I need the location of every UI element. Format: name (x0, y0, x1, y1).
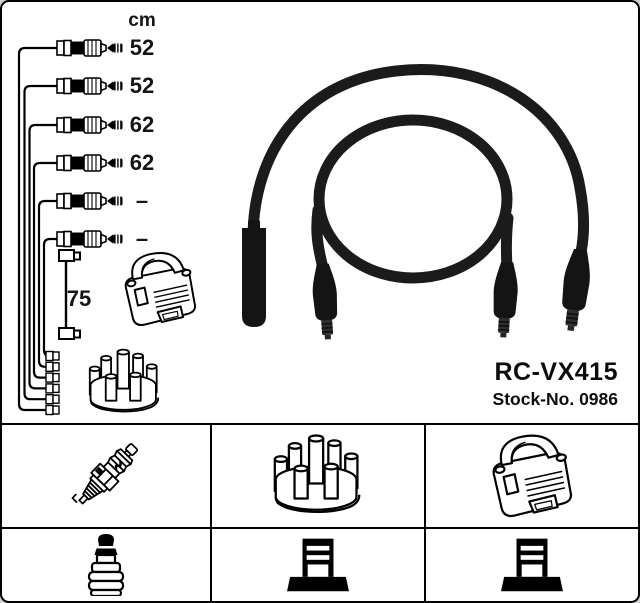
coiled-ignition-cable (309, 114, 520, 341)
distributor-cap-icon (273, 434, 361, 514)
stock-number: Stock-No. 0986 (492, 389, 618, 409)
plug-boot-icon (87, 534, 125, 596)
cable-entry (248, 220, 260, 230)
grid-cell-terminal-1 (212, 529, 426, 601)
grid-cell-terminal-2 (426, 529, 638, 601)
cable-layout-schematic (17, 39, 197, 416)
grid-cell-distributor-cap (212, 425, 426, 529)
plug-boot (309, 262, 341, 341)
cable-row-connectors (56, 39, 124, 248)
components-grid (2, 423, 638, 601)
terminal-connector-icon (287, 538, 349, 591)
grid-cell-plug-boot (2, 529, 212, 601)
coil-cable-length-label: 75 (66, 286, 92, 311)
coil-cable (58, 249, 81, 340)
grid-cell-spark-plug (2, 425, 212, 529)
cable-length-label-4: 62 (129, 150, 155, 175)
distributor-cap-small-icon (88, 348, 160, 413)
cable-length-label-2: 52 (129, 73, 155, 98)
product-code: RC-VX415 (494, 358, 618, 386)
spark-plug-icon (68, 436, 145, 515)
grid-cell-ignition-coil (426, 425, 638, 529)
terminal-connector-icon (501, 538, 563, 591)
cable-length-label-1: 52 (129, 35, 155, 60)
ignition-coil-small-icon (124, 252, 197, 326)
cable-length-label-3: 62 (129, 112, 155, 137)
cable-set-photo (242, 64, 595, 341)
distributor-plugs (45, 350, 60, 416)
ignition-coil-icon (492, 434, 573, 518)
plug-boot (490, 260, 520, 339)
straight-distributor-boot (242, 228, 266, 327)
cable-length-label-5: – (135, 188, 149, 213)
cable-length-label-6: – (135, 226, 149, 251)
long-ignition-cable (242, 64, 595, 334)
unit-header: cm (128, 10, 156, 31)
cable-harness-lines (17, 46, 57, 412)
plug-boot (556, 247, 595, 334)
product-info: RC-VX415 Stock-No. 0986 (493, 359, 618, 409)
